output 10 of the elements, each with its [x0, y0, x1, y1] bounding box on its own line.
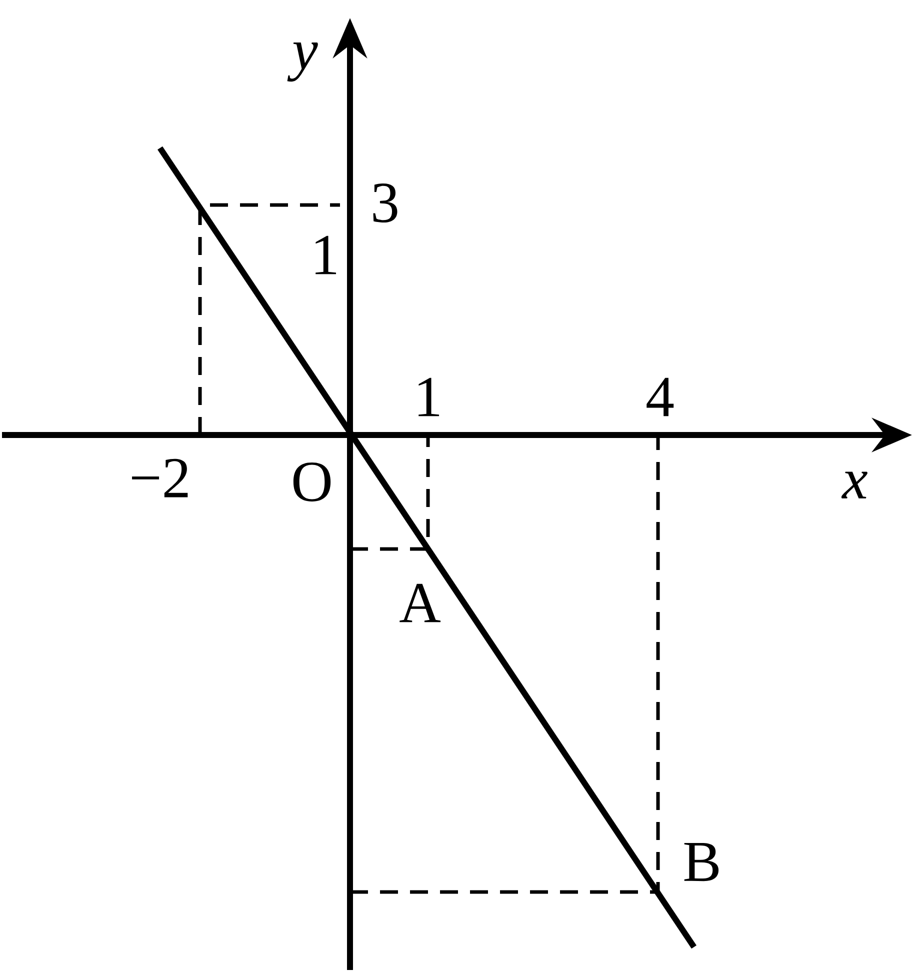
- tick-label: 1: [316, 236, 336, 274]
- point-label: B: [684, 842, 719, 882]
- point-label: A: [400, 584, 440, 622]
- tick-label: 1: [418, 378, 440, 416]
- axis-label: y: [287, 42, 318, 82]
- tick-label: 3: [373, 184, 398, 222]
- origin-label: O: [293, 462, 331, 502]
- axis-label: x: [841, 472, 868, 498]
- tick-label: −2: [132, 458, 188, 498]
- tick-label: 4: [646, 378, 674, 416]
